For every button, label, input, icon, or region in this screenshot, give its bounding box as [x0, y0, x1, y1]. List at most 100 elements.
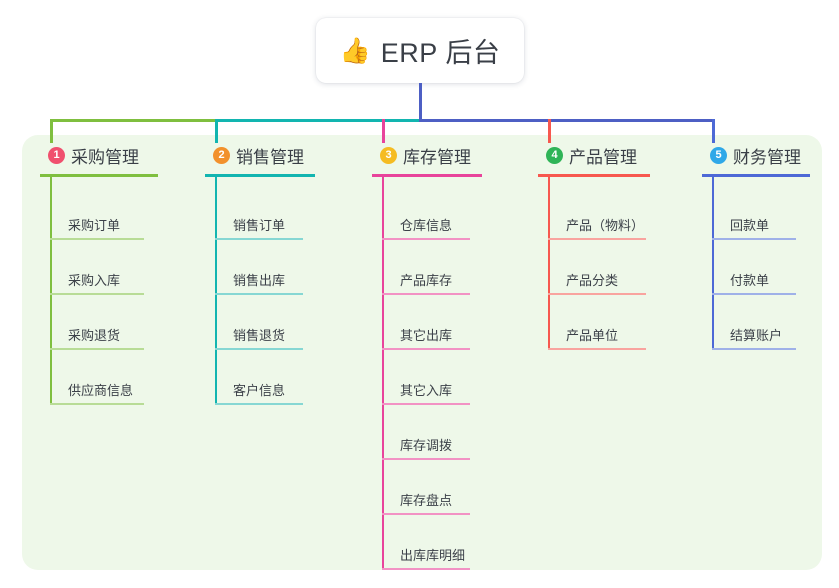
leaf-item[interactable]: 结算账户	[712, 320, 796, 350]
leaf-item-underline	[548, 293, 646, 295]
leaf-item[interactable]: 销售订单	[215, 210, 303, 240]
branch-underline-1	[40, 174, 158, 177]
branch-drop-2	[215, 119, 218, 143]
leaf-item-label: 其它入库	[400, 383, 453, 398]
branch-underline-2	[205, 174, 315, 177]
leaf-item-underline	[215, 238, 303, 240]
leaf-item-label: 产品库存	[400, 273, 453, 288]
leaf-item[interactable]: 客户信息	[215, 375, 303, 405]
branch-header-4[interactable]: 4 产品管理	[538, 143, 637, 167]
leaf-item-label: 产品单位	[566, 328, 619, 343]
leaf-item-underline	[50, 293, 144, 295]
leaf-item[interactable]: 采购订单	[50, 210, 144, 240]
leaf-item-underline	[50, 348, 144, 350]
leaf-item-underline	[50, 403, 144, 405]
branch-number-badge-5: 5	[710, 146, 727, 164]
leaf-item[interactable]: 产品分类	[548, 265, 646, 295]
leaf-item[interactable]: 采购退货	[50, 320, 144, 350]
leaf-item-label: 付款单	[730, 273, 770, 288]
leaf-item-underline	[382, 458, 470, 460]
leaf-item[interactable]: 供应商信息	[50, 375, 144, 405]
leaf-item[interactable]: 库存盘点	[382, 485, 470, 515]
branch-column-2: 2 销售管理销售订单销售出库销售退货客户信息	[205, 143, 315, 405]
branch-number-badge-4: 4	[546, 146, 563, 164]
bus-segment-green	[50, 119, 215, 122]
leaf-item[interactable]: 库存调拨	[382, 430, 470, 460]
thumbs-up-icon: 👍	[339, 37, 371, 65]
leaf-item[interactable]: 采购入库	[50, 265, 144, 295]
branch-underline-5	[702, 174, 810, 177]
branch-title-1: 采购管理	[71, 147, 139, 167]
bus-segment-blue	[419, 119, 714, 122]
branch-drop-1	[50, 119, 53, 143]
leaf-item[interactable]: 其它出库	[382, 320, 470, 350]
leaf-item-label: 出库库明细	[400, 548, 466, 563]
branch-header-1[interactable]: 1 采购管理	[40, 143, 139, 167]
leaf-item-label: 仓库信息	[400, 218, 453, 233]
leaf-item-label: 供应商信息	[68, 383, 134, 398]
branch-title-5: 财务管理	[733, 147, 801, 167]
leaf-item-underline	[382, 403, 470, 405]
leaf-item-label: 销售退货	[233, 328, 286, 343]
bus-segment-teal	[215, 119, 420, 122]
branch-spine-4	[548, 174, 550, 350]
branch-spine-2	[215, 174, 217, 405]
leaf-item[interactable]: 回款单	[712, 210, 796, 240]
leaf-item-underline	[548, 348, 646, 350]
leaf-item[interactable]: 产品库存	[382, 265, 470, 295]
leaf-item-label: 回款单	[730, 218, 770, 233]
leaf-item-underline	[382, 293, 470, 295]
branch-column-1: 1 采购管理采购订单采购入库采购退货供应商信息	[40, 143, 158, 405]
branch-drop-3	[382, 119, 385, 143]
leaf-item-underline	[215, 293, 303, 295]
leaf-item-underline	[215, 403, 303, 405]
branch-column-4: 4 产品管理产品（物料） 产品分类产品单位	[538, 143, 650, 350]
branch-spine-5	[712, 174, 714, 350]
leaf-item-underline	[382, 513, 470, 515]
leaf-item-label: 客户信息	[233, 383, 286, 398]
root-node-card[interactable]: 👍 ERP 后台	[316, 18, 524, 83]
leaf-item[interactable]: 仓库信息	[382, 210, 470, 240]
branch-number-badge-1: 1	[48, 146, 65, 164]
branch-title-4: 产品管理	[569, 147, 637, 167]
leaf-item-label: 采购退货	[68, 328, 121, 343]
leaf-item-underline	[712, 348, 796, 350]
leaf-item-underline	[548, 238, 646, 240]
branch-drop-4	[548, 119, 551, 143]
leaf-item-underline	[712, 238, 796, 240]
leaf-item-label: 库存盘点	[400, 493, 453, 508]
branch-number-badge-2: 2	[213, 146, 230, 164]
branch-column-5: 5 财务管理回款单付款单结算账户	[702, 143, 810, 350]
leaf-item[interactable]: 产品（物料）	[548, 210, 646, 240]
root-node-title: ERP 后台	[380, 38, 501, 68]
leaf-item-label: 销售订单	[233, 218, 286, 233]
leaf-item-underline	[712, 293, 796, 295]
branch-title-2: 销售管理	[236, 147, 304, 167]
branch-underline-3	[372, 174, 482, 177]
branch-header-5[interactable]: 5 财务管理	[702, 143, 801, 167]
leaf-item[interactable]: 产品单位	[548, 320, 646, 350]
leaf-item-underline	[382, 348, 470, 350]
leaf-item[interactable]: 其它入库	[382, 375, 470, 405]
leaf-item[interactable]: 付款单	[712, 265, 796, 295]
branch-underline-4	[538, 174, 650, 177]
branch-spine-1	[50, 174, 52, 405]
leaf-item-label: 销售出库	[233, 273, 286, 288]
leaf-item[interactable]: 出库库明细	[382, 540, 470, 570]
root-connector-stem	[419, 83, 422, 122]
leaf-item-underline	[50, 238, 144, 240]
leaf-item[interactable]: 销售退货	[215, 320, 303, 350]
leaf-item-underline	[382, 238, 470, 240]
branch-title-3: 库存管理	[403, 147, 471, 167]
diagram-panel	[22, 135, 822, 570]
leaf-item-label: 结算账户	[730, 328, 783, 343]
leaf-item[interactable]: 销售出库	[215, 265, 303, 295]
leaf-item-label: 库存调拨	[400, 438, 453, 453]
branch-header-2[interactable]: 2 销售管理	[205, 143, 304, 167]
leaf-item-underline	[382, 568, 470, 570]
leaf-item-label: 其它出库	[400, 328, 453, 343]
leaf-item-label: 产品分类	[566, 273, 619, 288]
branch-drop-5	[712, 119, 715, 143]
